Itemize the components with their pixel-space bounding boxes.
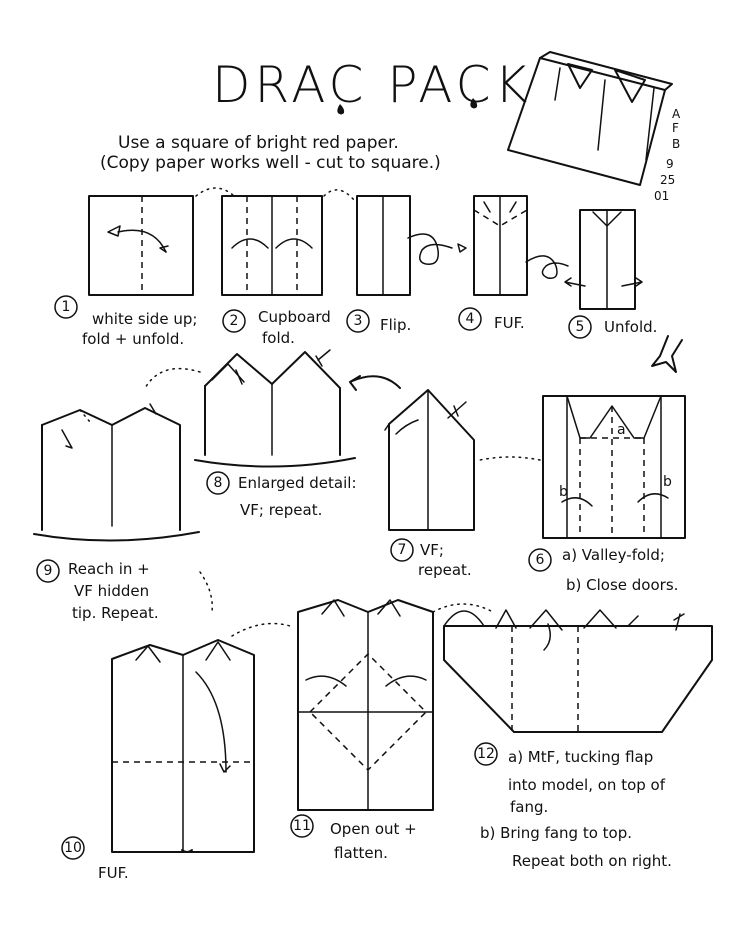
svg-text:4: 4 [466,311,475,327]
step-10-drawing [111,639,255,853]
svg-text:Reach in +: Reach in + [68,560,150,578]
svg-text:Open out +: Open out + [330,820,417,838]
svg-text:b) Close doors.: b) Close doors. [566,576,678,594]
svg-text:a) MtF, tucking flap: a) MtF, tucking flap [508,748,653,766]
svg-text:Unfold.: Unfold. [604,318,657,336]
blood-drop-icon [470,98,478,109]
svg-text:11: 11 [293,818,311,834]
svg-text:fang.: fang. [510,798,548,816]
svg-text:b: b [663,474,672,490]
step-7-label: 7 VF; repeat. [390,538,472,579]
step-1-label: 1 white side up; fold + unfold. [54,295,197,348]
svg-text:FUF.: FUF. [494,314,525,332]
step-connector [143,367,201,391]
step-2-drawing [221,195,323,296]
svg-text:5: 5 [576,319,585,335]
step-5-drawing [564,209,643,310]
step-3-drawing [356,195,467,296]
svg-text:flatten.: flatten. [334,844,388,862]
page-title: DRAC PACK [212,56,531,114]
step-8-drawing [194,349,356,468]
step-connector [195,187,235,197]
step-12-drawing [443,609,713,733]
continue-arrow-icon [651,335,683,373]
svg-text:repeat.: repeat. [418,561,472,579]
svg-text:2: 2 [230,313,239,329]
step-9-label: 9 Reach in + VF hidden tip. Repeat. [36,559,159,622]
svg-text:fold.: fold. [262,329,295,347]
svg-text:1: 1 [62,299,71,315]
svg-text:8: 8 [214,475,223,491]
credit-text: A F B 9 25 01 [654,107,681,203]
svg-text:B: B [672,137,680,151]
step-3-label: 3 Flip. [346,309,411,334]
step-arrow-icon [349,375,401,391]
svg-text:Flip.: Flip. [380,316,411,334]
svg-text:01: 01 [654,189,669,203]
step-connector [199,571,213,613]
finished-model-drawing [507,51,673,186]
svg-text:9: 9 [44,563,53,579]
svg-text:b) Bring fang to top.: b) Bring fang to top. [480,824,632,842]
svg-text:b: b [559,484,568,500]
svg-text:Repeat both on right.: Repeat both on right. [512,852,672,870]
svg-text:3: 3 [354,313,363,329]
step-connector [479,456,541,461]
svg-text:into model, on top of: into model, on top of [508,776,666,794]
svg-text:VF;: VF; [420,541,444,559]
step-10-label: 10 FUF. [61,836,129,882]
intro-line-1: Use a square of bright red paper. [118,133,399,153]
step-4-label: 4 FUF. [458,307,525,332]
step-1-drawing [88,195,194,296]
svg-text:a: a [617,422,626,438]
svg-text:FUF.: FUF. [98,864,129,882]
step-8-label: 8 Enlarged detail: VF; repeat. [206,471,357,519]
step-4-drawing [473,195,569,296]
svg-text:a) Valley-fold;: a) Valley-fold; [562,546,665,564]
svg-text:12: 12 [477,746,495,762]
intro-line-2: (Copy paper works well - cut to square.) [100,153,441,173]
step-7-drawing [384,389,475,531]
step-12-label: 12 a) MtF, tucking flap into model, on t… [474,742,672,870]
step-6-drawing: a b b [542,395,686,539]
svg-text:white side up;: white side up; [92,310,197,328]
svg-text:7: 7 [398,542,407,558]
step-9-drawing [33,403,200,542]
svg-text:9: 9 [666,157,674,171]
svg-text:VF; repeat.: VF; repeat. [240,501,322,519]
step-5-label: 5 Unfold. [568,315,657,339]
svg-text:A: A [672,107,681,121]
svg-text:F: F [672,121,679,135]
svg-text:tip. Repeat.: tip. Repeat. [72,604,159,622]
step-connector [323,189,355,201]
step-connector [432,603,494,613]
svg-text:6: 6 [536,552,545,568]
svg-text:Enlarged detail:: Enlarged detail: [238,474,357,492]
step-2-label: 2 Cupboard fold. [222,308,331,347]
svg-text:25: 25 [660,173,675,187]
blood-drop-icon [337,104,345,115]
step-connector [231,622,291,637]
svg-text:Cupboard: Cupboard [258,308,331,326]
svg-text:10: 10 [64,840,82,856]
step-11-drawing [297,599,434,811]
svg-text:VF hidden: VF hidden [74,582,149,600]
step-6-label: 6 a) Valley-fold; b) Close doors. [528,546,678,594]
svg-text:fold + unfold.: fold + unfold. [82,330,184,348]
step-11-label: 11 Open out + flatten. [290,814,417,862]
